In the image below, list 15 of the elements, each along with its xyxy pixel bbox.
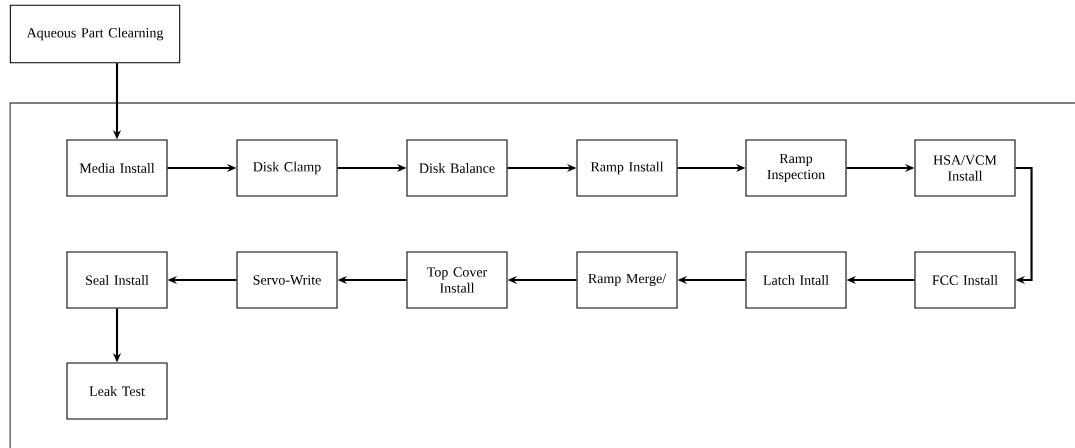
process-box: Disk Clamp (236, 139, 338, 197)
process-box: Ramp Inspection (745, 139, 847, 197)
process-box: HSA/VCM Install (914, 139, 1016, 197)
process-box: FCC Install (914, 251, 1016, 309)
process-box: Aqueous Part Clearning (9, 4, 181, 64)
process-box: Ramp Merge/ (576, 251, 678, 309)
arrow (1015, 166, 1033, 285)
process-box: Leak Test (66, 362, 168, 420)
process-box: Seal Install (66, 251, 168, 309)
process-box: Media Install (66, 139, 168, 197)
process-box: Disk Balance (406, 139, 508, 197)
process-box: Ramp Install (576, 139, 678, 197)
process-box: Servo-Write (236, 251, 338, 309)
process-box: Latch Intall (745, 251, 847, 309)
process-box: Top Cover Install (406, 251, 508, 309)
